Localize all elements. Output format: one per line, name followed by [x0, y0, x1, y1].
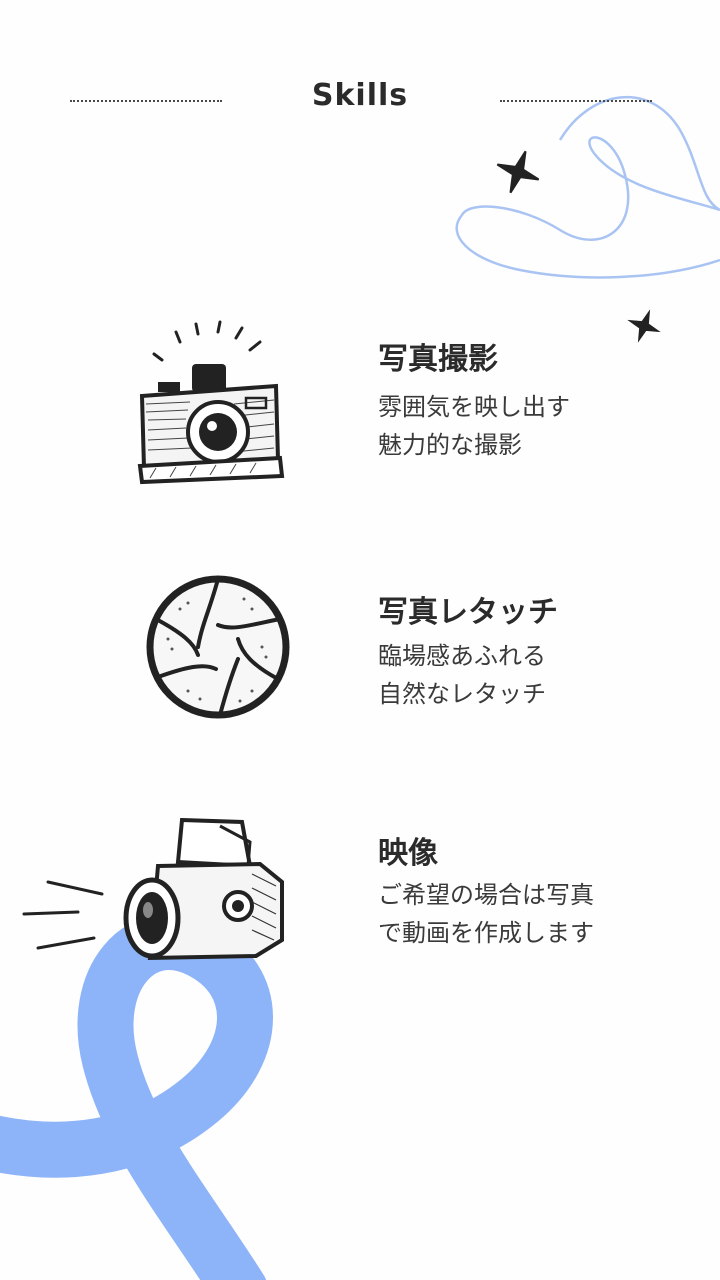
camera-icon: [137, 320, 285, 485]
skill-name: 写真レタッチ: [378, 595, 558, 630]
skill-item: 映像 ご希望の場合は写真 で動画を作成します: [0, 810, 720, 980]
skill-item: 写真撮影 雰囲気を映し出す 魅力的な撮影: [0, 310, 720, 490]
skill-desc-line2: 自然なレタッチ: [378, 680, 546, 708]
skill-desc-line2: で動画を作成します: [378, 919, 594, 947]
top-swirl-outline: [455, 95, 720, 279]
header: Skills: [0, 78, 720, 122]
page-title: Skills: [311, 78, 409, 113]
skill-desc-line2: 魅力的な撮影: [378, 431, 522, 459]
dotted-divider-left: [70, 100, 222, 102]
skill-desc-line1: 臨場感あふれる: [378, 642, 546, 670]
bottom-swirl: [0, 914, 273, 1280]
skill-desc-line1: 雰囲気を映し出す: [378, 393, 570, 421]
dotted-divider-right: [500, 100, 652, 102]
aperture-icon: [146, 575, 290, 719]
skill-name: 写真撮影: [378, 342, 498, 377]
skill-desc-line1: ご希望の場合は写真: [378, 881, 594, 909]
skill-name: 映像: [378, 836, 438, 871]
video-camera-icon: [22, 817, 284, 961]
skill-item: 写真レタッチ 臨場感あふれる 自然なレタッチ: [0, 565, 720, 735]
